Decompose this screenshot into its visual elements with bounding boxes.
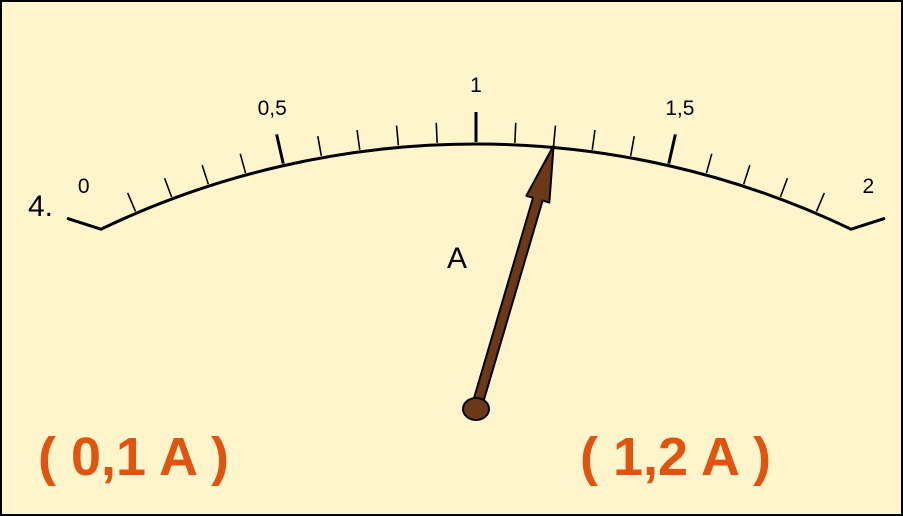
major-tick <box>667 134 677 164</box>
minor-tick <box>395 125 400 146</box>
needle-pivot <box>462 397 490 421</box>
minor-tick <box>779 177 789 198</box>
unit-symbol: A <box>447 242 468 275</box>
major-tick <box>275 134 285 164</box>
scale-end-left <box>66 217 103 231</box>
minor-tick <box>514 122 517 143</box>
scale-end-right <box>849 217 886 231</box>
scale-arc-group <box>66 142 886 231</box>
minor-tick <box>552 125 557 146</box>
tick-label: 1,5 <box>665 97 694 120</box>
tick-label: 0 <box>78 175 90 198</box>
minor-tick <box>742 164 751 185</box>
scale-labels: 0 0,5 1 1,5 2 <box>78 74 874 198</box>
minor-tick <box>201 164 210 185</box>
minor-tick <box>435 122 438 143</box>
minor-tick <box>591 129 596 150</box>
needle-pointer <box>470 144 555 412</box>
scale-arc <box>100 142 852 231</box>
item-number: 4. <box>28 190 54 223</box>
minor-tick <box>316 136 323 156</box>
needle <box>462 144 555 421</box>
minor-tick <box>815 192 826 212</box>
answer-division-value: ( 0,1 A ) <box>38 427 230 487</box>
tick-label: 0,5 <box>258 97 287 120</box>
minor-tick <box>356 129 361 150</box>
minor-tick <box>239 153 247 174</box>
tick-label: 1 <box>470 74 482 97</box>
minor-tick <box>629 136 636 156</box>
minor-tick <box>126 192 137 212</box>
answer-reading: ( 1,2 A ) <box>580 427 772 487</box>
tick-label: 2 <box>862 175 874 198</box>
scale-ticks <box>126 112 826 212</box>
minor-tick <box>705 153 713 174</box>
minor-tick <box>163 177 173 198</box>
